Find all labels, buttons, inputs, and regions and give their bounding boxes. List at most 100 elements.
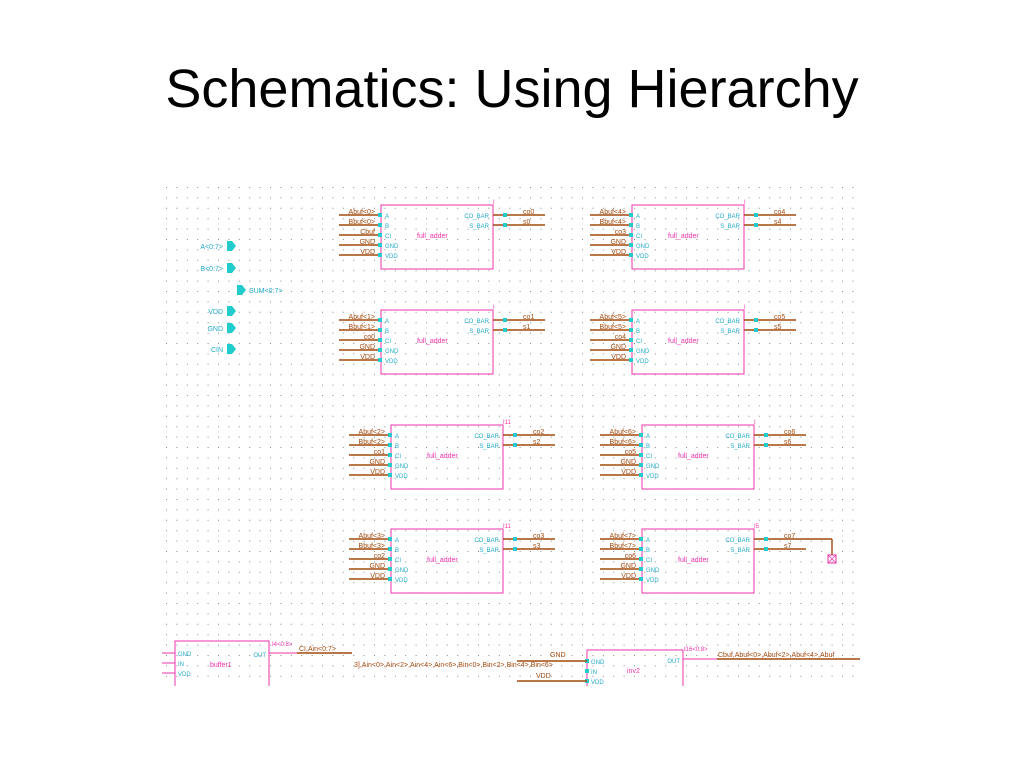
port-label: S_BAR — [730, 548, 750, 554]
pin-square — [388, 453, 392, 457]
cell-name: buffer1 — [210, 662, 232, 669]
port-label: VDD — [178, 672, 191, 678]
port-label: CI — [636, 234, 642, 240]
net-label: Bbuf<7> — [610, 543, 636, 550]
instance-label: I — [744, 200, 746, 206]
net-label: GND — [359, 239, 375, 246]
pin-square — [639, 453, 643, 457]
port-label: CO_BAR — [464, 214, 489, 220]
port-label: A — [646, 538, 650, 544]
pin-label: B<0:7> — [200, 266, 223, 273]
port-label: GND — [646, 568, 660, 574]
port-label: VDD — [646, 474, 659, 480]
port-label: GND — [646, 464, 660, 470]
net-label: GND — [369, 563, 385, 570]
port-label: GND — [636, 244, 650, 250]
instance-label: I11 — [503, 420, 512, 426]
net-label: Abuf<0> — [349, 209, 375, 216]
pin-square — [754, 318, 758, 322]
net-label: CI,Ain<0:7> — [299, 646, 336, 653]
net-label: co0 — [523, 209, 534, 216]
net-label: Bbuf<1> — [349, 324, 375, 331]
instance-label: I — [493, 200, 495, 206]
cell-name: full_adder — [427, 453, 458, 460]
net-label: co2 — [533, 429, 544, 436]
port-label: B — [646, 548, 650, 554]
full-adder-block: I5full_adderAAbuf<7>BBbuf<7>CIco6GNDGNDV… — [600, 524, 806, 594]
net-label: GND — [359, 344, 375, 351]
port-label: A — [395, 538, 399, 544]
pin-square — [378, 223, 382, 227]
instance-label: I5 — [754, 524, 760, 530]
instance-label: I11 — [503, 524, 512, 530]
port-label: CO_BAR — [715, 319, 740, 325]
port-label: VDD — [636, 254, 649, 260]
net-label: co7 — [784, 533, 795, 540]
net-label: s2 — [533, 439, 541, 446]
port-label: CO_BAR — [474, 434, 499, 440]
net-label: VDD — [621, 469, 636, 476]
pin-square — [629, 338, 633, 342]
net-label: co0 — [364, 334, 375, 341]
net-label: 3],Ain<0>,Ain<2>,Ain<4>,Ain<6>,Bin<0>,Bi… — [354, 662, 553, 669]
top-pin: B<0:7> — [200, 263, 236, 273]
port-label: GND — [591, 660, 605, 666]
top-pin: CIN — [211, 344, 236, 354]
grid-dots — [166, 187, 854, 677]
port-label: OUT — [667, 659, 680, 665]
pin-square — [388, 577, 392, 581]
full-adder-block: Ifull_adderAAbuf<6>BBbuf<6>CIco5GNDGNDVD… — [600, 420, 806, 490]
net-label: s0 — [523, 219, 531, 226]
net-label: s6 — [784, 439, 792, 446]
port-label: A — [636, 214, 640, 220]
pin-square — [764, 537, 768, 541]
net-label: co6 — [784, 429, 795, 436]
pin-square — [629, 223, 633, 227]
buffer-box — [174, 640, 270, 686]
port-label: CO_BAR — [715, 214, 740, 220]
port-label: CI — [646, 558, 652, 564]
input-pin-icon — [227, 323, 236, 333]
net-label: VDD — [360, 354, 375, 361]
pin-square — [378, 233, 382, 237]
no-connect-cross — [827, 554, 837, 564]
net-label: VDD — [536, 673, 551, 680]
cell-name: full_adder — [417, 338, 448, 345]
instance-label: I16<0:8> — [684, 647, 708, 653]
port-label: S_BAR — [479, 444, 499, 450]
full-adder-block: I11full_adderAAbuf<2>BBbuf<2>CIco1GNDGND… — [349, 420, 555, 490]
port-label: CO_BAR — [725, 538, 750, 544]
net-label: Bbuf<4> — [600, 219, 626, 226]
port-label: S_BAR — [469, 329, 489, 335]
port-label: CI — [636, 339, 642, 345]
net-label: s3 — [533, 543, 541, 550]
port-label: CI — [385, 234, 391, 240]
port-label: A — [385, 319, 389, 325]
pin-square — [388, 537, 392, 541]
pin-square — [378, 243, 382, 247]
pin-square — [585, 669, 589, 673]
port-label: CI — [395, 454, 401, 460]
pin-square — [388, 463, 392, 467]
top-pin: VDD — [208, 306, 236, 316]
full-adder-array: Ifull_adderAAbuf<0>BBbuf<0>CICbufGNDGNDV… — [339, 200, 837, 594]
net-label: VDD — [370, 469, 385, 476]
net-label: Bbuf<2> — [359, 439, 385, 446]
port-label: OUT — [253, 653, 266, 659]
port-label: IN — [591, 670, 597, 676]
port-label: VDD — [591, 680, 604, 686]
pin-square — [629, 318, 633, 322]
pin-square — [513, 537, 517, 541]
pin-square — [764, 433, 768, 437]
co7-terminator — [806, 538, 837, 564]
pin-square — [378, 348, 382, 352]
pin-square — [639, 433, 643, 437]
instance-label: I — [754, 420, 756, 426]
cell-name: full_adder — [417, 233, 448, 240]
pin-square — [764, 443, 768, 447]
port-label: VDD — [636, 359, 649, 365]
input-pin-icon — [227, 306, 236, 316]
net-label: Cbuf — [360, 229, 375, 236]
